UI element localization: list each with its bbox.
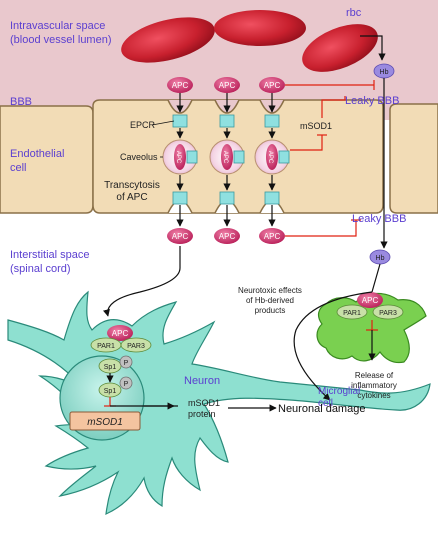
label-rbc: rbc [346,7,362,19]
label-release-2: inflammatory [351,381,397,390]
label-msod1: mSOD1 [300,121,332,131]
label-transcytosis-1: Transcytosis [104,180,160,191]
label-par3-neuron: PAR3 [127,343,145,350]
svg-text:APC: APC [362,296,379,305]
region-interstitial-2: (spinal cord) [10,263,71,275]
microglial-cell [316,292,427,364]
hb-neurotoxic-arrow [293,291,373,401]
apc-bottom [167,228,285,244]
region-intravascular-1: Intravascular space [10,20,105,32]
label-neurotoxic-1: Neurotoxic effects [238,286,302,295]
neuron-signaling [90,325,277,412]
label-transcytosis-2: of APC [116,192,147,203]
inhibition-lines [285,80,375,237]
label-sp1-top: Sp1 [104,364,117,371]
region-endothelial-2: cell [10,162,27,174]
region-interstitial-1: Interstitial space [10,249,89,261]
label-p-bottom: P [124,381,129,388]
svg-text:APC: APC [172,232,189,241]
apc-top [167,77,285,93]
label-microglial-2: cell [318,398,333,409]
rbc-group [121,10,378,72]
label-release-1: Release of [355,371,394,380]
svg-text:APC: APC [172,81,189,90]
epcr-receptors [167,99,285,214]
apc-labels: APC APC APC APC APC APC APC APC [112,81,379,338]
svg-text:APC: APC [222,151,228,164]
label-msod1-protein-1: mSOD1 [188,398,220,408]
label-neurotoxic-2: of Hb-derived [246,296,294,305]
region-bbb: BBB [10,96,32,108]
msod1-gene-box [69,411,141,431]
caveolus-apc-labels: APC APC APC [175,151,273,164]
label-neurotoxic-3: products [255,306,286,315]
svg-text:APC: APC [175,151,181,164]
label-epcr: EPCR [130,120,156,130]
label-neuron: Neuron [184,375,220,387]
rbc-cell [214,10,306,46]
label-leaky-bbb-bottom: Leaky BBB [352,213,406,225]
label-par3-microglia: PAR3 [379,310,397,317]
label-par1-neuron: PAR1 [97,343,115,350]
region-intravascular-2: (blood vessel lumen) [10,34,112,46]
label-leaky-bbb-top: Leaky BBB [345,95,399,107]
label-sp1-bottom: Sp1 [104,388,117,395]
label-hb-bottom: Hb [376,255,385,262]
svg-text:APC: APC [219,81,236,90]
svg-text:APC: APC [112,329,129,338]
label-hb-top: Hb [380,69,389,76]
region-labels: Intravascular space (blood vessel lumen)… [10,20,112,275]
caveolae [162,139,290,175]
label-p-top: P [124,360,129,367]
apc-to-neuron-arrow [102,246,181,317]
label-par1-microglia: PAR1 [343,310,361,317]
svg-text:APC: APC [267,151,273,164]
region-endothelial-1: Endothelial [10,148,64,160]
label-release-3: cytokines [357,391,390,400]
svg-text:APC: APC [264,81,281,90]
label-caveolus: Caveolus [120,152,158,162]
rbc-cell [121,17,215,63]
rbc-cell [302,24,378,72]
label-msod1-gene: mSOD1 [87,417,123,428]
svg-text:APC: APC [264,232,281,241]
label-msod1-protein-2: protein [188,409,216,419]
label-neuronal-damage: Neuronal damage [278,403,365,415]
hb-pathway [360,35,395,293]
transcytosis-arrows [176,92,276,227]
svg-text:APC: APC [219,232,236,241]
label-microglial-1: Microglial [318,386,360,397]
